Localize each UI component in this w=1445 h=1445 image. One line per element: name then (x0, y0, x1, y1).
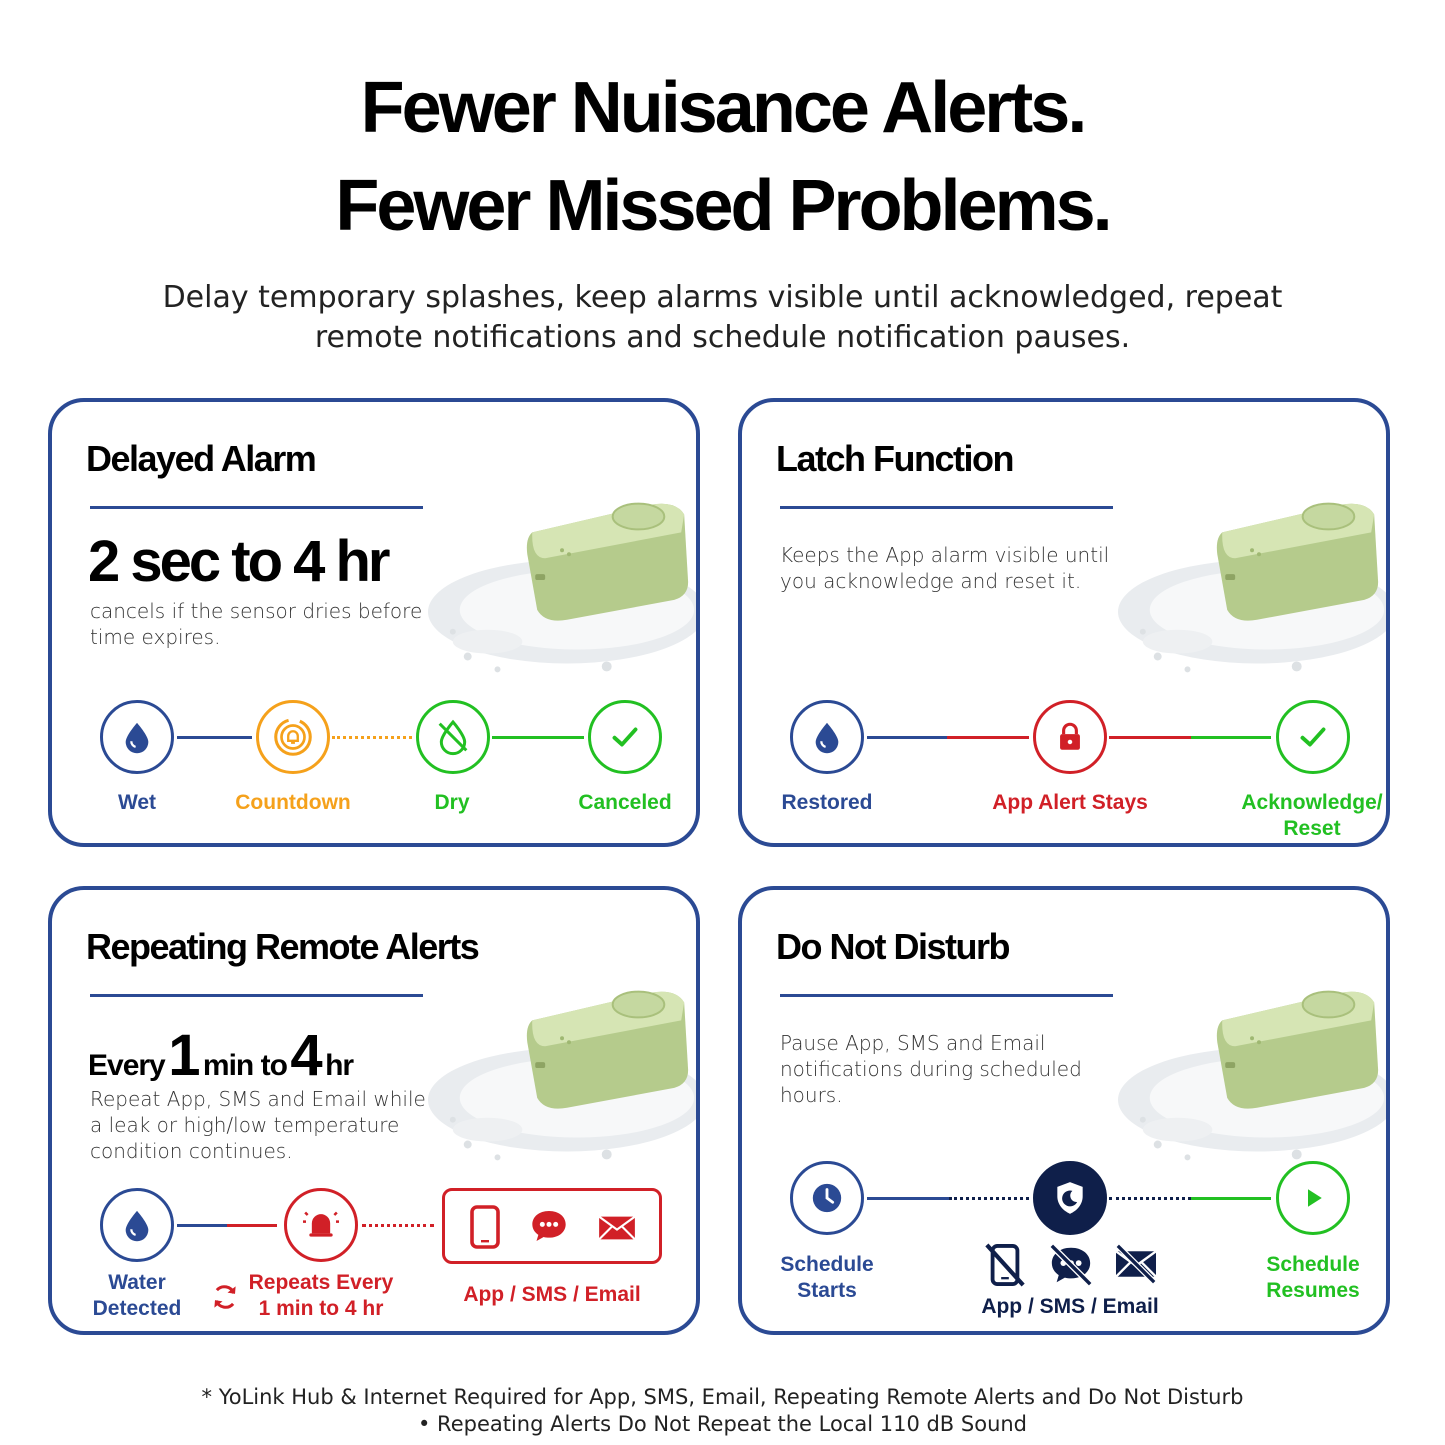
clock-icon (812, 1183, 842, 1213)
connector (1109, 736, 1191, 739)
play-icon (1308, 1189, 1322, 1207)
water-drop-icon (814, 721, 840, 754)
water-drop-icon (124, 1209, 150, 1242)
connector (177, 736, 252, 739)
step-acknowledge-node (1276, 700, 1350, 774)
connector (1109, 1197, 1191, 1200)
card-repeating-alerts: Repeating Remote Alerts Every 1 min to 4… (48, 886, 700, 1335)
phone-icon (470, 1205, 500, 1249)
connector (1191, 1197, 1271, 1200)
shield-moon-icon (1057, 1182, 1083, 1214)
subtitle: Delay temporary splashes, keep alarms vi… (100, 278, 1345, 358)
footnote-line-1: * YoLink Hub & Internet Required for App… (201, 1385, 1244, 1409)
footnote-line-2: • Repeating Alerts Do Not Repeat the Loc… (417, 1412, 1028, 1436)
connector (867, 736, 947, 739)
step-water-detected-node (100, 1188, 174, 1262)
card-do-not-disturb: Do Not Disturb Pause App, SMS and Email … (738, 886, 1390, 1335)
step-canceled-node (588, 700, 662, 774)
headline-line-2: Fewer Missed Problems. (335, 166, 1112, 246)
email-icon (598, 1215, 636, 1241)
step-label: App / SMS / Email (463, 1283, 641, 1306)
connector (492, 736, 584, 739)
countdown-bell-icon (274, 718, 312, 756)
card-title: Delayed Alarm (86, 438, 317, 479)
card-title: Do Not Disturb (776, 926, 1010, 967)
delay-range-stat: 2 sec to 4 hr (88, 529, 390, 594)
connector (949, 1197, 1029, 1200)
card-delayed-alarm: Delayed Alarm 2 sec to 4 hr cancels if t… (48, 398, 700, 847)
sensor-device-image (1118, 502, 1386, 674)
alarm-bell-icon (303, 1211, 339, 1237)
connector (947, 736, 1029, 739)
connector (332, 736, 412, 739)
no-water-drop-icon (438, 719, 468, 756)
connector (1191, 736, 1271, 739)
notification-channels-box (442, 1188, 662, 1264)
step-label: App / SMS / Email (981, 1295, 1159, 1318)
lock-icon (1060, 722, 1080, 750)
step-label: Dry (434, 791, 470, 814)
check-icon (612, 727, 638, 747)
step-label: Canceled (578, 791, 672, 814)
email-off-icon (1115, 1244, 1157, 1284)
step-dry-node (416, 700, 490, 774)
step-label: Repeats Every 1 min to 4 hr (248, 1271, 394, 1320)
step-label: App Alert Stays (992, 791, 1148, 814)
chat-icon (532, 1211, 566, 1241)
card-description: Pause App, SMS and Email notifications d… (780, 1031, 1082, 1107)
headline-line-1: Fewer Nuisance Alerts. (360, 68, 1088, 148)
divider (90, 506, 423, 509)
connector (362, 1224, 434, 1227)
sensor-device-image (428, 502, 696, 674)
sensor-device-image (1118, 990, 1386, 1162)
step-label: Water Detected (92, 1271, 182, 1320)
connector (177, 1224, 227, 1227)
step-label: Countdown (235, 791, 351, 814)
repeat-arrows-icon (214, 1285, 236, 1309)
step-app-alert-node (1033, 700, 1107, 774)
step-label: Schedule Starts (780, 1253, 874, 1302)
divider (90, 994, 423, 997)
step-wet-node (100, 700, 174, 774)
phone-off-icon (985, 1243, 1025, 1287)
card-title: Repeating Remote Alerts (86, 926, 480, 967)
divider (780, 994, 1113, 997)
chat-off-icon (1049, 1243, 1093, 1287)
connector (867, 1197, 949, 1200)
card-description: Keeps the App alarm visible until you ac… (780, 543, 1110, 593)
repeat-range-stat: Every 1 min to 4 hr (88, 1023, 354, 1088)
card-description: Repeat App, SMS and Email while a leak o… (90, 1087, 426, 1163)
subtitle-line-2: remote notifications and schedule notifi… (314, 320, 1131, 355)
card-latch-function: Latch Function Keeps the App alarm visib… (738, 398, 1390, 847)
divider (780, 506, 1113, 509)
step-countdown-node (256, 700, 330, 774)
step-label: Acknowledge/ Reset (1241, 791, 1383, 840)
step-schedule-starts-node (790, 1161, 864, 1235)
step-schedule-resumes-node (1276, 1161, 1350, 1235)
step-restored-node (790, 700, 864, 774)
step-label: Schedule Resumes (1266, 1253, 1360, 1302)
water-drop-icon (124, 721, 150, 754)
check-icon (1300, 727, 1326, 747)
step-dnd-node (1033, 1161, 1107, 1235)
step-label: Wet (117, 791, 157, 814)
subtitle-line-1: Delay temporary splashes, keep alarms vi… (162, 280, 1283, 315)
sensor-device-image (428, 990, 696, 1162)
card-description: cancels if the sensor dries before time … (90, 599, 423, 649)
card-title: Latch Function (776, 438, 1014, 479)
step-label: Restored (781, 791, 873, 814)
step-repeats-node (284, 1188, 358, 1262)
connector (227, 1224, 277, 1227)
